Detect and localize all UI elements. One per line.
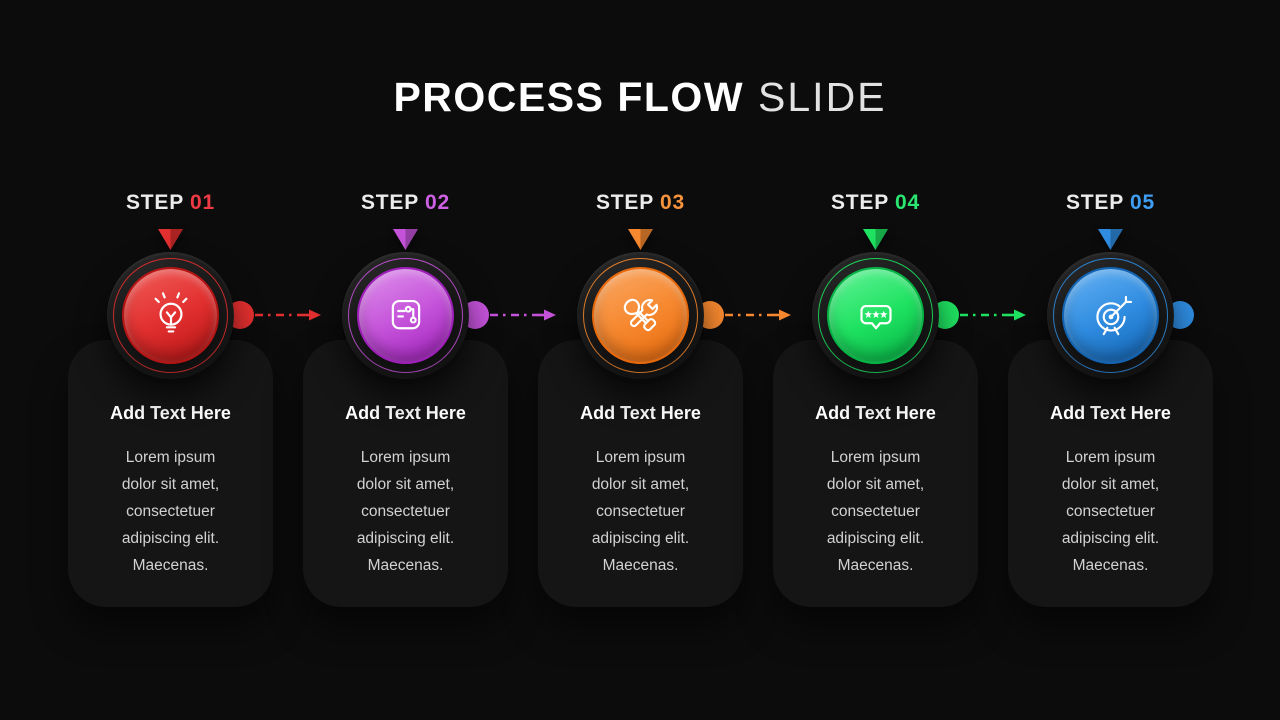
step-circle bbox=[122, 267, 219, 364]
step-circle bbox=[827, 267, 924, 364]
step-text-card: Add Text Here Lorem ipsum dolor sit amet… bbox=[303, 340, 508, 607]
step-marker-triangle bbox=[1098, 229, 1123, 250]
body-line: dolor sit amet, bbox=[826, 476, 925, 493]
step-label-text: STEP bbox=[830, 191, 890, 214]
step-circle-accent-ring bbox=[1053, 258, 1168, 373]
body-line: Lorem ipsum bbox=[595, 449, 686, 466]
body-line: consectetuer bbox=[831, 503, 920, 520]
tools-icon bbox=[623, 298, 658, 331]
step-label-text: STEP bbox=[1065, 191, 1125, 214]
card-body: Lorem ipsum dolor sit amet, consectetuer… bbox=[538, 444, 743, 579]
step-label-text: STEP bbox=[595, 191, 655, 214]
body-line: adipiscing elit. bbox=[591, 530, 690, 547]
body-line: adipiscing elit. bbox=[356, 530, 455, 547]
rating-bubble-icon bbox=[859, 304, 892, 329]
target-arrow-icon bbox=[1095, 295, 1132, 335]
step-number: 05 bbox=[1130, 191, 1156, 214]
body-line: Maecenas. bbox=[132, 557, 209, 574]
step-number: 04 bbox=[895, 191, 921, 214]
connector-arrow bbox=[725, 309, 791, 321]
body-line: dolor sit amet, bbox=[121, 476, 220, 493]
step-circle-accent-ring bbox=[583, 258, 698, 373]
body-line: adipiscing elit. bbox=[121, 530, 220, 547]
body-line: dolor sit amet, bbox=[591, 476, 690, 493]
connector-arrow bbox=[255, 309, 321, 321]
step-circle bbox=[592, 267, 689, 364]
card-heading: Add Text Here bbox=[1050, 403, 1171, 423]
page-title-secondary: SLIDE bbox=[758, 74, 887, 120]
lightbulb-icon bbox=[154, 291, 187, 332]
body-line: Maecenas. bbox=[367, 557, 444, 574]
body-line: Lorem ipsum bbox=[1065, 449, 1156, 466]
step-number: 01 bbox=[190, 191, 216, 214]
step-circle-accent-ring bbox=[113, 258, 228, 373]
body-line: adipiscing elit. bbox=[1061, 530, 1160, 547]
card-heading: Add Text Here bbox=[110, 403, 231, 423]
card-heading: Add Text Here bbox=[580, 403, 701, 423]
body-line: consectetuer bbox=[1066, 503, 1155, 520]
body-line: dolor sit amet, bbox=[356, 476, 455, 493]
card-body: Lorem ipsum dolor sit amet, consectetuer… bbox=[68, 444, 273, 579]
step-text-card: Add Text Here Lorem ipsum dolor sit amet… bbox=[68, 340, 273, 607]
step-circle-accent-ring bbox=[348, 258, 463, 373]
step-number: 03 bbox=[660, 191, 686, 214]
step-marker-triangle bbox=[863, 229, 888, 250]
browser-strategy-icon bbox=[391, 299, 420, 329]
body-line: adipiscing elit. bbox=[826, 530, 925, 547]
step-marker-triangle bbox=[628, 229, 653, 250]
page-title-primary: PROCESS FLOW bbox=[393, 74, 745, 120]
body-line: consectetuer bbox=[126, 503, 215, 520]
connector-arrow bbox=[490, 309, 556, 321]
step-text-card: Add Text Here Lorem ipsum dolor sit amet… bbox=[1008, 340, 1213, 607]
card-heading: Add Text Here bbox=[815, 403, 936, 423]
step-marker-triangle bbox=[158, 229, 183, 250]
body-line: consectetuer bbox=[361, 503, 450, 520]
step-label-text: STEP bbox=[360, 191, 420, 214]
step-text-card: Add Text Here Lorem ipsum dolor sit amet… bbox=[538, 340, 743, 607]
body-line: Maecenas. bbox=[602, 557, 679, 574]
body-line: Lorem ipsum bbox=[360, 449, 451, 466]
step-label-text: STEP bbox=[125, 191, 185, 214]
card-body: Lorem ipsum dolor sit amet, consectetuer… bbox=[773, 444, 978, 579]
step-circle-accent-ring bbox=[818, 258, 933, 373]
card-body: Lorem ipsum dolor sit amet, consectetuer… bbox=[1008, 444, 1213, 579]
body-line: Maecenas. bbox=[837, 557, 914, 574]
step-number: 02 bbox=[425, 191, 451, 214]
step-circle bbox=[357, 267, 454, 364]
step-marker-triangle bbox=[393, 229, 418, 250]
page-title: PROCESS FLOW SLIDE bbox=[0, 74, 1280, 121]
card-body: Lorem ipsum dolor sit amet, consectetuer… bbox=[303, 444, 508, 579]
connector-arrow bbox=[960, 309, 1026, 321]
body-line: consectetuer bbox=[596, 503, 685, 520]
body-line: Maecenas. bbox=[1072, 557, 1149, 574]
body-line: Lorem ipsum bbox=[830, 449, 921, 466]
body-line: dolor sit amet, bbox=[1061, 476, 1160, 493]
body-line: Lorem ipsum bbox=[125, 449, 216, 466]
step-circle bbox=[1062, 267, 1159, 364]
card-heading: Add Text Here bbox=[345, 403, 466, 423]
step-text-card: Add Text Here Lorem ipsum dolor sit amet… bbox=[773, 340, 978, 607]
